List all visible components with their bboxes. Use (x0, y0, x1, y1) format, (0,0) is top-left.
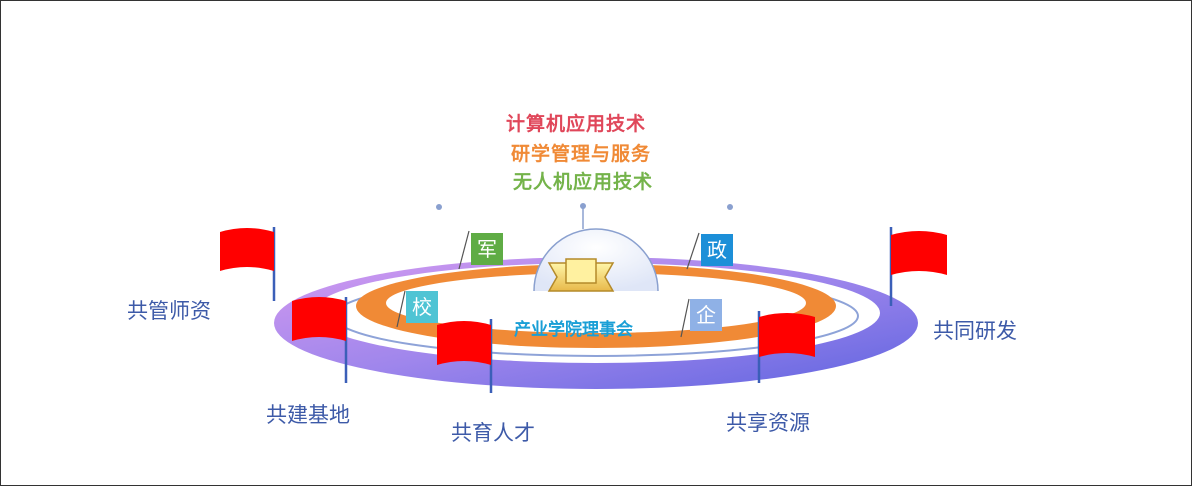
major-title-computer: 计算机应用技术 (506, 113, 647, 135)
connector-dot-left (436, 204, 442, 210)
label-co-manage-teachers: 共管师资 (127, 299, 211, 323)
label-co-cultivate-talent: 共育人才 (451, 421, 535, 445)
connector-dot-right (727, 204, 733, 210)
label-co-research: 共同研发 (933, 319, 1017, 343)
label-share-resources: 共享资源 (726, 411, 810, 435)
badge-pointer-qi (680, 298, 690, 338)
flag-icon (220, 227, 276, 301)
badge-pointer-zheng (686, 232, 700, 270)
major-title-study-tour: 研学管理与服务 (511, 143, 652, 165)
badge-government: 政 (701, 234, 733, 266)
council-label: 产业学院理事会 (514, 320, 633, 340)
badge-school: 校 (406, 291, 438, 323)
label-co-build-base: 共建基地 (266, 403, 350, 427)
flag-icon (437, 319, 493, 393)
flag-icon (757, 311, 815, 383)
badge-pointer-xiao (396, 290, 406, 328)
flag-icon (292, 297, 348, 383)
badge-military: 军 (471, 233, 503, 265)
flag-icon (889, 227, 947, 306)
connector-dot-center (580, 203, 586, 209)
major-title-drone: 无人机应用技术 (513, 171, 654, 193)
gold-emblem-icon (547, 258, 615, 292)
badge-enterprise: 企 (690, 299, 722, 331)
badge-pointer-jun (458, 230, 470, 270)
